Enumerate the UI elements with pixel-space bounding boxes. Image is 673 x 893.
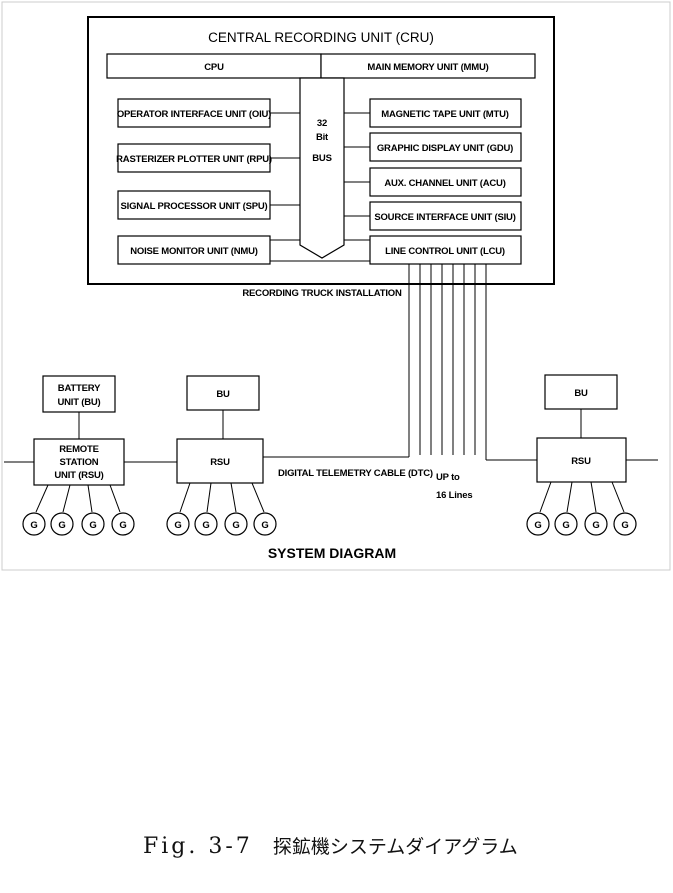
svg-text:G: G (202, 520, 209, 531)
rsu-box (536, 437, 627, 483)
rpu-box (117, 143, 271, 173)
bu-box (186, 375, 260, 411)
geophone: G (50, 512, 74, 536)
svg-text:G: G (58, 520, 65, 531)
rpu-label: RASTERIZER PLOTTER UNIT (RPU) (116, 154, 272, 165)
acu-box (369, 167, 522, 197)
mmu-label: MAIN MEMORY UNIT (MMU) (367, 62, 488, 73)
nmu-box (117, 235, 271, 265)
figure-caption: Fig. 3-7 探鉱機システムダイアグラム (143, 832, 563, 866)
geophone: G (554, 512, 578, 536)
lcu-box (369, 235, 522, 265)
remote-station-label-1: REMOTE (59, 444, 98, 455)
battery-unit-label-1: BATTERY (58, 383, 101, 394)
remote-station-label-2: STATION (60, 457, 99, 468)
siu-label: SOURCE INTERFACE UNIT (SIU) (374, 212, 515, 223)
installation-label: RECORDING TRUCK INSTALLATION (242, 288, 402, 299)
svg-text:G: G (232, 520, 239, 531)
figure-title-jp: 探鉱機システムダイアグラム (272, 836, 518, 858)
bu-label: BU (574, 388, 588, 399)
geophone: G (194, 512, 218, 536)
svg-text:G: G (534, 520, 541, 531)
diagram-frame (1, 1, 671, 571)
svg-text:G: G (261, 520, 268, 531)
system-diagram: CENTRAL RECORDING UNIT (CRU) CPU MAIN ME… (1, 1, 671, 571)
oiu-label: OPERATOR INTERFACE UNIT (OIU) (117, 109, 271, 120)
cpu-box (106, 53, 322, 79)
rsu-label: RSU (210, 457, 230, 468)
geophone: G (22, 512, 46, 536)
bu-box (544, 374, 618, 410)
svg-text:G: G (562, 520, 569, 531)
geophone: G (613, 512, 637, 536)
rsu-label: RSU (571, 456, 591, 467)
svg-text:G: G (621, 520, 628, 531)
mtu-box (369, 98, 522, 128)
battery-unit-label-2: UNIT (BU) (57, 397, 100, 408)
figure-number: Fig. 3-7 (143, 834, 253, 859)
svg-text:G: G (119, 520, 126, 531)
mtu-label: MAGNETIC TAPE UNIT (MTU) (381, 109, 509, 120)
geophone: G (111, 512, 135, 536)
remote-station-unit-box (33, 438, 125, 486)
bu-label: BU (216, 389, 230, 400)
spu-box (117, 190, 271, 220)
geophone: G (253, 512, 277, 536)
bus-label-bus: BUS (312, 153, 331, 164)
svg-text:G: G (174, 520, 181, 531)
mmu-box (320, 53, 536, 79)
lcu-line-bundle (408, 264, 487, 460)
bus-label-bit: Bit (316, 132, 329, 143)
cable-label: DIGITAL TELEMETRY CABLE (DTC) (278, 468, 433, 479)
battery-unit-box (42, 375, 116, 413)
geophone: G (166, 512, 190, 536)
cpu-label: CPU (204, 62, 224, 73)
geophone: G (526, 512, 550, 536)
bus-label-32: 32 (317, 118, 327, 129)
gdu-box (369, 132, 522, 162)
svg-text:G: G (30, 520, 37, 531)
cru-title: CENTRAL RECORDING UNIT (CRU) (208, 30, 434, 45)
geophone: G (224, 512, 248, 536)
svg-text:G: G (89, 520, 96, 531)
remote-station-label-3: UNIT (RSU) (54, 470, 103, 481)
svg-text:G: G (592, 520, 599, 531)
spu-label: SIGNAL PROCESSOR UNIT (SPU) (121, 201, 268, 212)
diagram-title: SYSTEM DIAGRAM (268, 545, 396, 561)
geophone: G (81, 512, 105, 536)
gdu-label: GRAPHIC DISPLAY UNIT (GDU) (377, 143, 513, 154)
nmu-label: NOISE MONITOR UNIT (NMU) (130, 246, 258, 257)
geophone: G (584, 512, 608, 536)
siu-box (369, 201, 522, 231)
acu-label: AUX. CHANNEL UNIT (ACU) (384, 178, 505, 189)
bus-arrow (299, 77, 345, 259)
lines-label-up: UP to (436, 472, 460, 483)
lines-label-16: 16 Lines (436, 490, 472, 501)
oiu-box (117, 98, 271, 128)
rsu-box (176, 438, 264, 484)
lcu-label: LINE CONTROL UNIT (LCU) (385, 246, 505, 257)
